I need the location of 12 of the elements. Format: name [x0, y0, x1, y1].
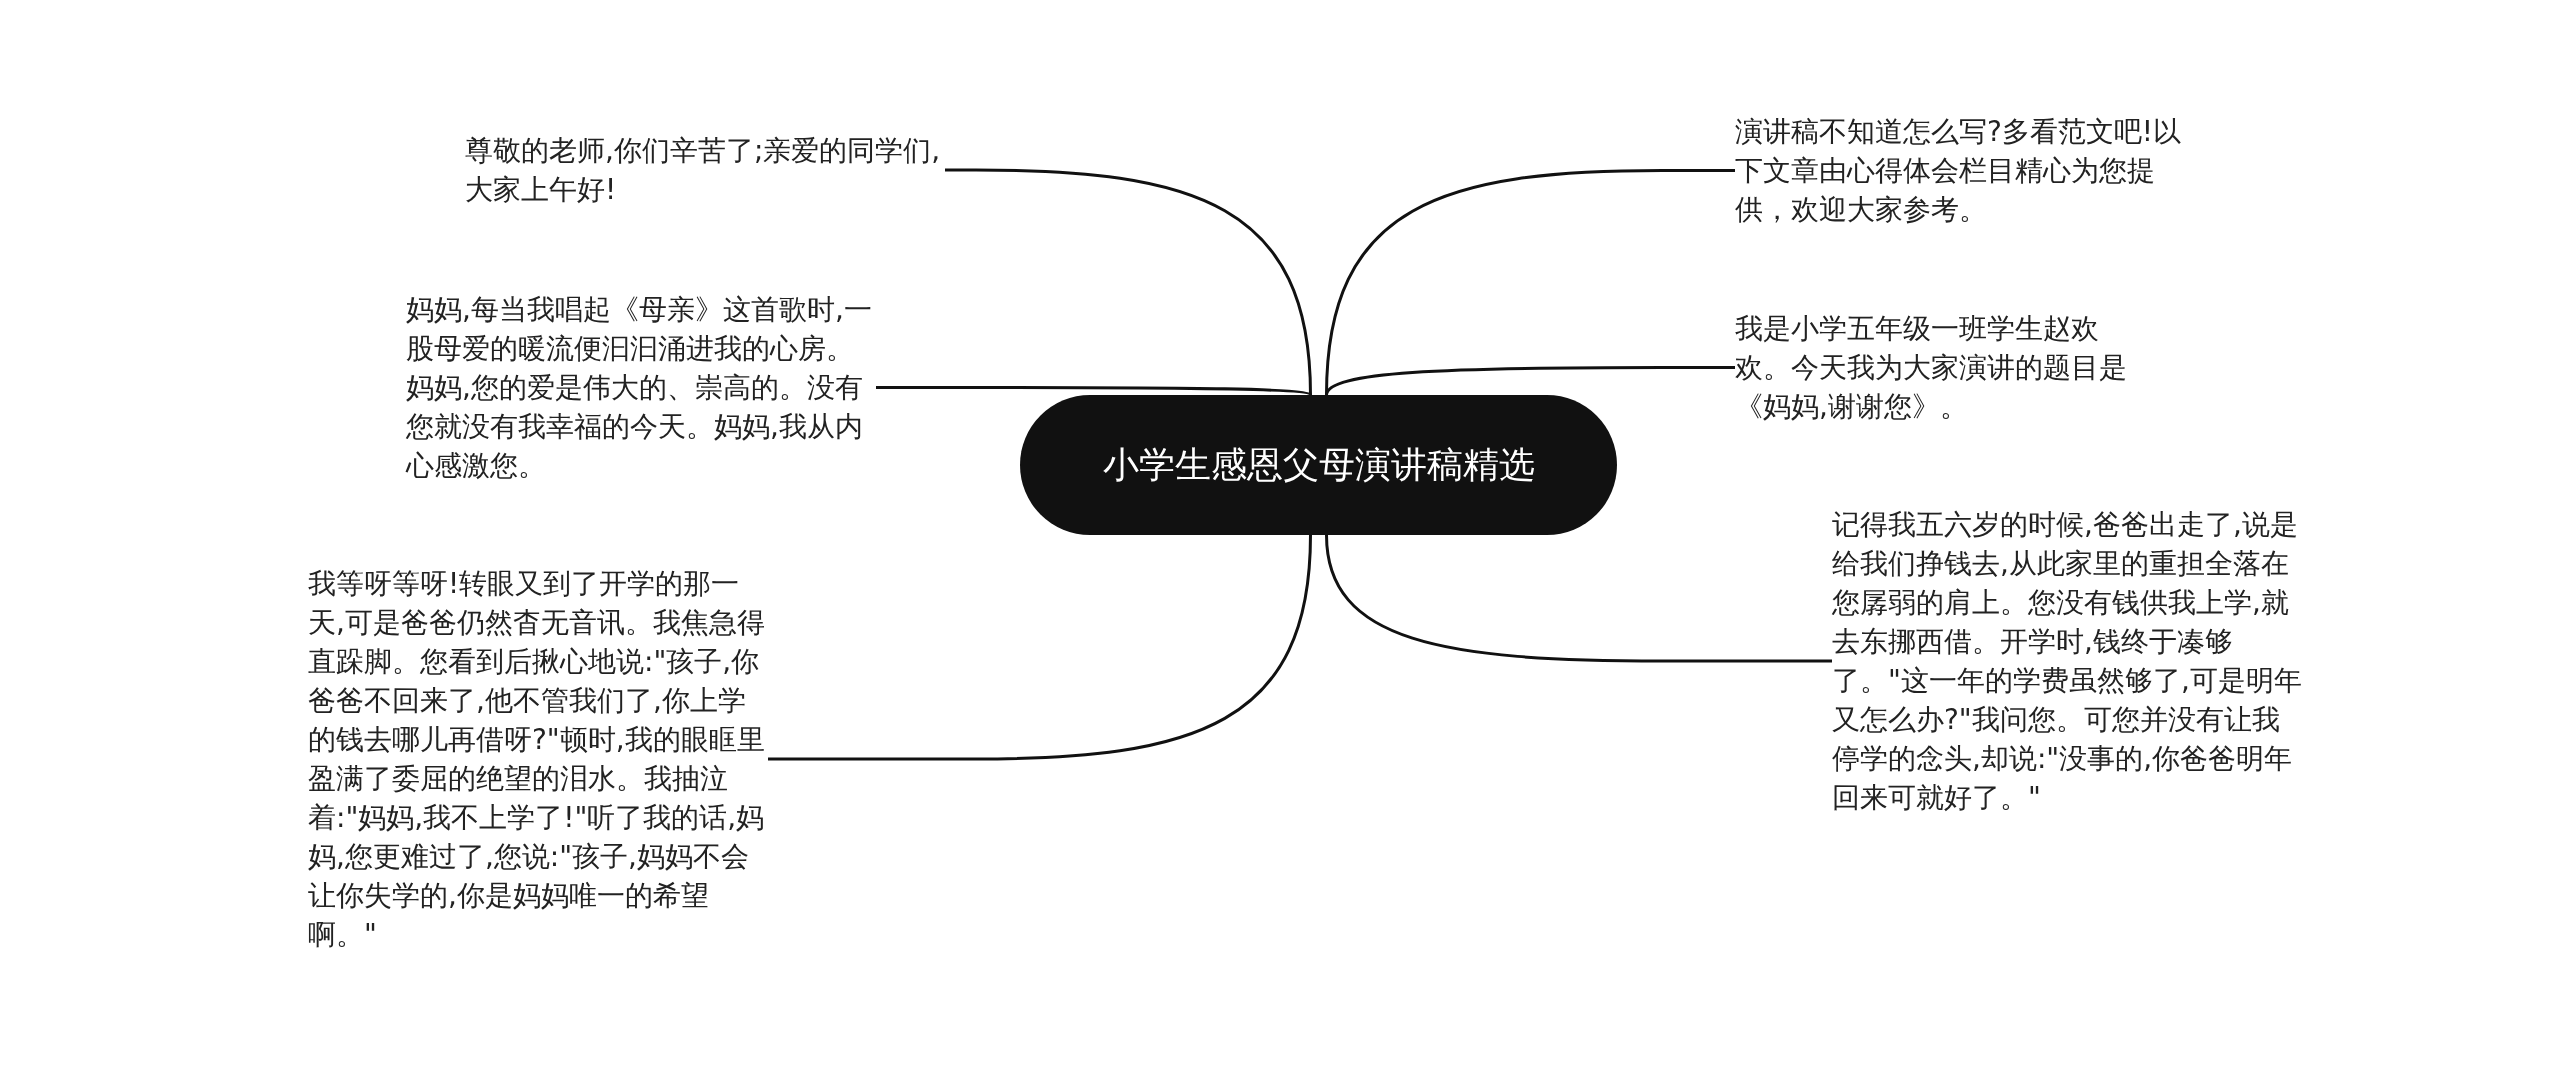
branch-line [1325, 534, 1832, 663]
topic-text: 我是小学五年级一班学生赵欢欢。今天我为大家演讲的题目是《妈妈,谢谢您》。 [1735, 309, 2135, 426]
branch-line [1325, 366, 1735, 396]
topic-text: 妈妈,每当我唱起《母亲》这首歌时,一股母爱的暖流便汩汩涌进我的心房。妈妈,您的爱是伟大的、崇高的。没有您就没有我幸福的今天。妈妈,我从内心感激您。 [406, 290, 876, 485]
branch-line [945, 168, 1312, 396]
topic-text: 演讲稿不知道怎么写?多看范文吧!以下文章由心得体会栏目精心为您提供，欢迎大家参考。 [1735, 112, 2195, 229]
branch-line [876, 386, 1312, 397]
topic-text: 记得我五六岁的时候,爸爸出走了,说是给我们挣钱去,从此家里的重担全落在您孱弱的肩上。您没有钱供我上学,就去东挪西借。开学时,钱终于凑够了。"这一年的学费虽然够了,可是明年又怎么办?"我问您。可您并没有让我停学的念头,却说:"没事的,你爸爸明年回来可就好了。" [1832, 505, 2302, 817]
branch-line [768, 534, 1312, 761]
topic-text: 尊敬的老师,你们辛苦了;亲爱的同学们,大家上午好! [465, 131, 945, 209]
topic-text: 我等呀等呀!转眼又到了开学的那一天,可是爸爸仍然杳无音讯。我焦急得直跺脚。您看到后揪心地说:"孩子,你爸爸不回来了,他不管我们了,你上学的钱去哪儿再借呀?"顿时,我的眼眶里盈满了委屈的绝望的泪水。我抽泣着:"妈妈,我不上学了!"听了我的话,妈妈,您更难过了,您说:"孩子,妈妈不会让你失学的,你是妈妈唯一的希望啊。" [308, 564, 768, 954]
central-topic: 小学生感恩父母演讲稿精选 [1020, 395, 1617, 535]
